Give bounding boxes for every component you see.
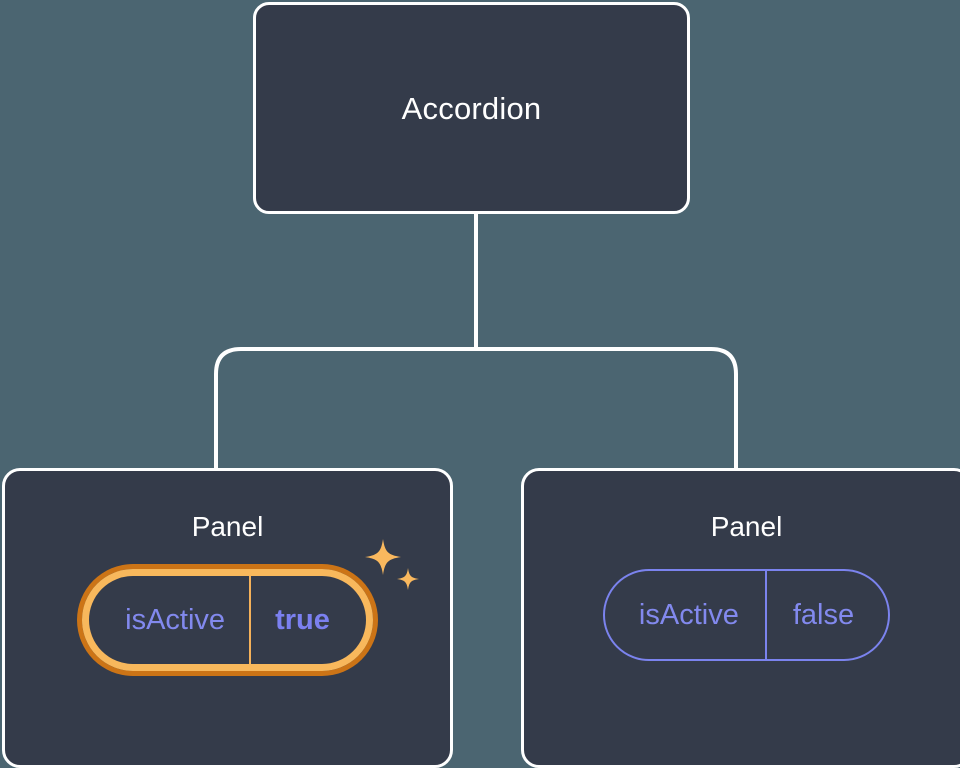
prop-badge-left-key: isActive — [125, 603, 226, 636]
prop-badge-left-value: true — [249, 576, 366, 664]
prop-badge-right-key: isActive — [638, 598, 739, 631]
prop-badge-isactive-false[interactable]: isActive false — [602, 569, 891, 661]
prop-badge-left-wrapper: isActive true — [82, 539, 419, 671]
node-panel-right[interactable]: Panel isActive false — [521, 468, 960, 768]
sparkles-icon — [364, 539, 419, 590]
prop-badge-right-wrapper: isActive false — [602, 569, 891, 661]
node-panel-right-title: Panel — [710, 511, 783, 542]
node-accordion-title: Accordion — [401, 90, 542, 126]
prop-badge-isactive-true[interactable]: isActive true — [82, 569, 373, 671]
connector-split-bar — [214, 347, 738, 470]
node-accordion[interactable]: Accordion — [253, 2, 690, 214]
node-panel-left-title: Panel — [191, 511, 264, 542]
prop-badge-right-value: false — [764, 571, 888, 659]
node-panel-left[interactable]: Panel isActive true — [2, 468, 453, 768]
